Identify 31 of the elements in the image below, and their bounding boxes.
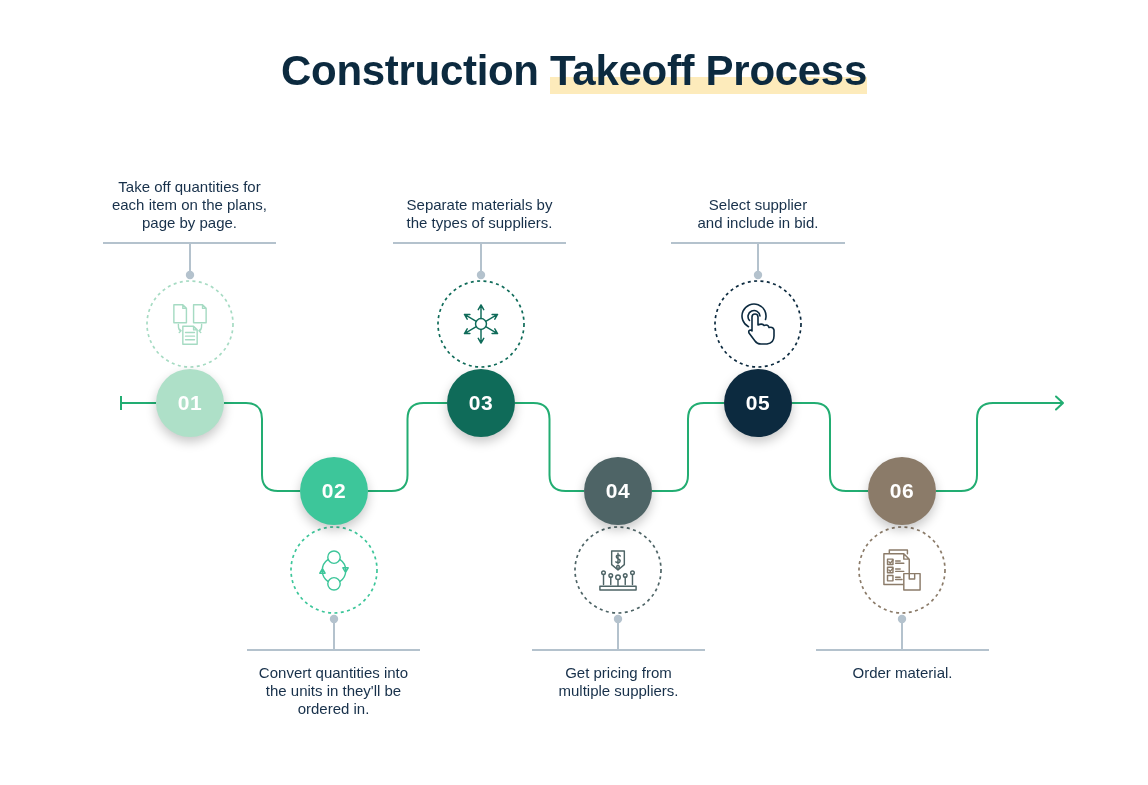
leader-line — [476, 242, 486, 280]
step-number-circle: 06 — [868, 457, 936, 525]
dashed-circle — [858, 526, 946, 614]
step-description: Take off quantities for each item on the plans, page by page. — [103, 178, 276, 244]
step-description: Convert quantities into the units in they'll be ordered in. — [247, 649, 420, 718]
leader-line — [753, 242, 763, 280]
arrow — [935, 395, 1064, 492]
step-number-circle: 03 — [447, 369, 515, 437]
connector-line — [791, 402, 869, 492]
dashed-circle — [714, 280, 802, 368]
leader-line — [329, 614, 339, 651]
step-number-circle: 02 — [300, 457, 368, 525]
leader-line — [897, 614, 907, 651]
step-description: Separate materials by the types of suppliers. — [393, 196, 566, 244]
leader-line — [613, 614, 623, 651]
connector-line — [514, 402, 585, 492]
step-description: Get pricing from multiple suppliers. — [532, 649, 705, 700]
dashed-circle — [437, 280, 525, 368]
connector-line — [120, 395, 157, 411]
connector-line — [651, 402, 725, 492]
step-description: Select supplier and include in bid. — [671, 196, 845, 244]
connector-line — [367, 402, 448, 492]
dashed-circle — [574, 526, 662, 614]
step-description: Order material. — [816, 649, 989, 682]
step-number-circle: 01 — [156, 369, 224, 437]
step-number-circle: 04 — [584, 457, 652, 525]
connector-line — [223, 402, 301, 492]
dashed-circle — [290, 526, 378, 614]
step-number-circle: 05 — [724, 369, 792, 437]
dashed-circle — [146, 280, 234, 368]
leader-line — [185, 242, 195, 280]
